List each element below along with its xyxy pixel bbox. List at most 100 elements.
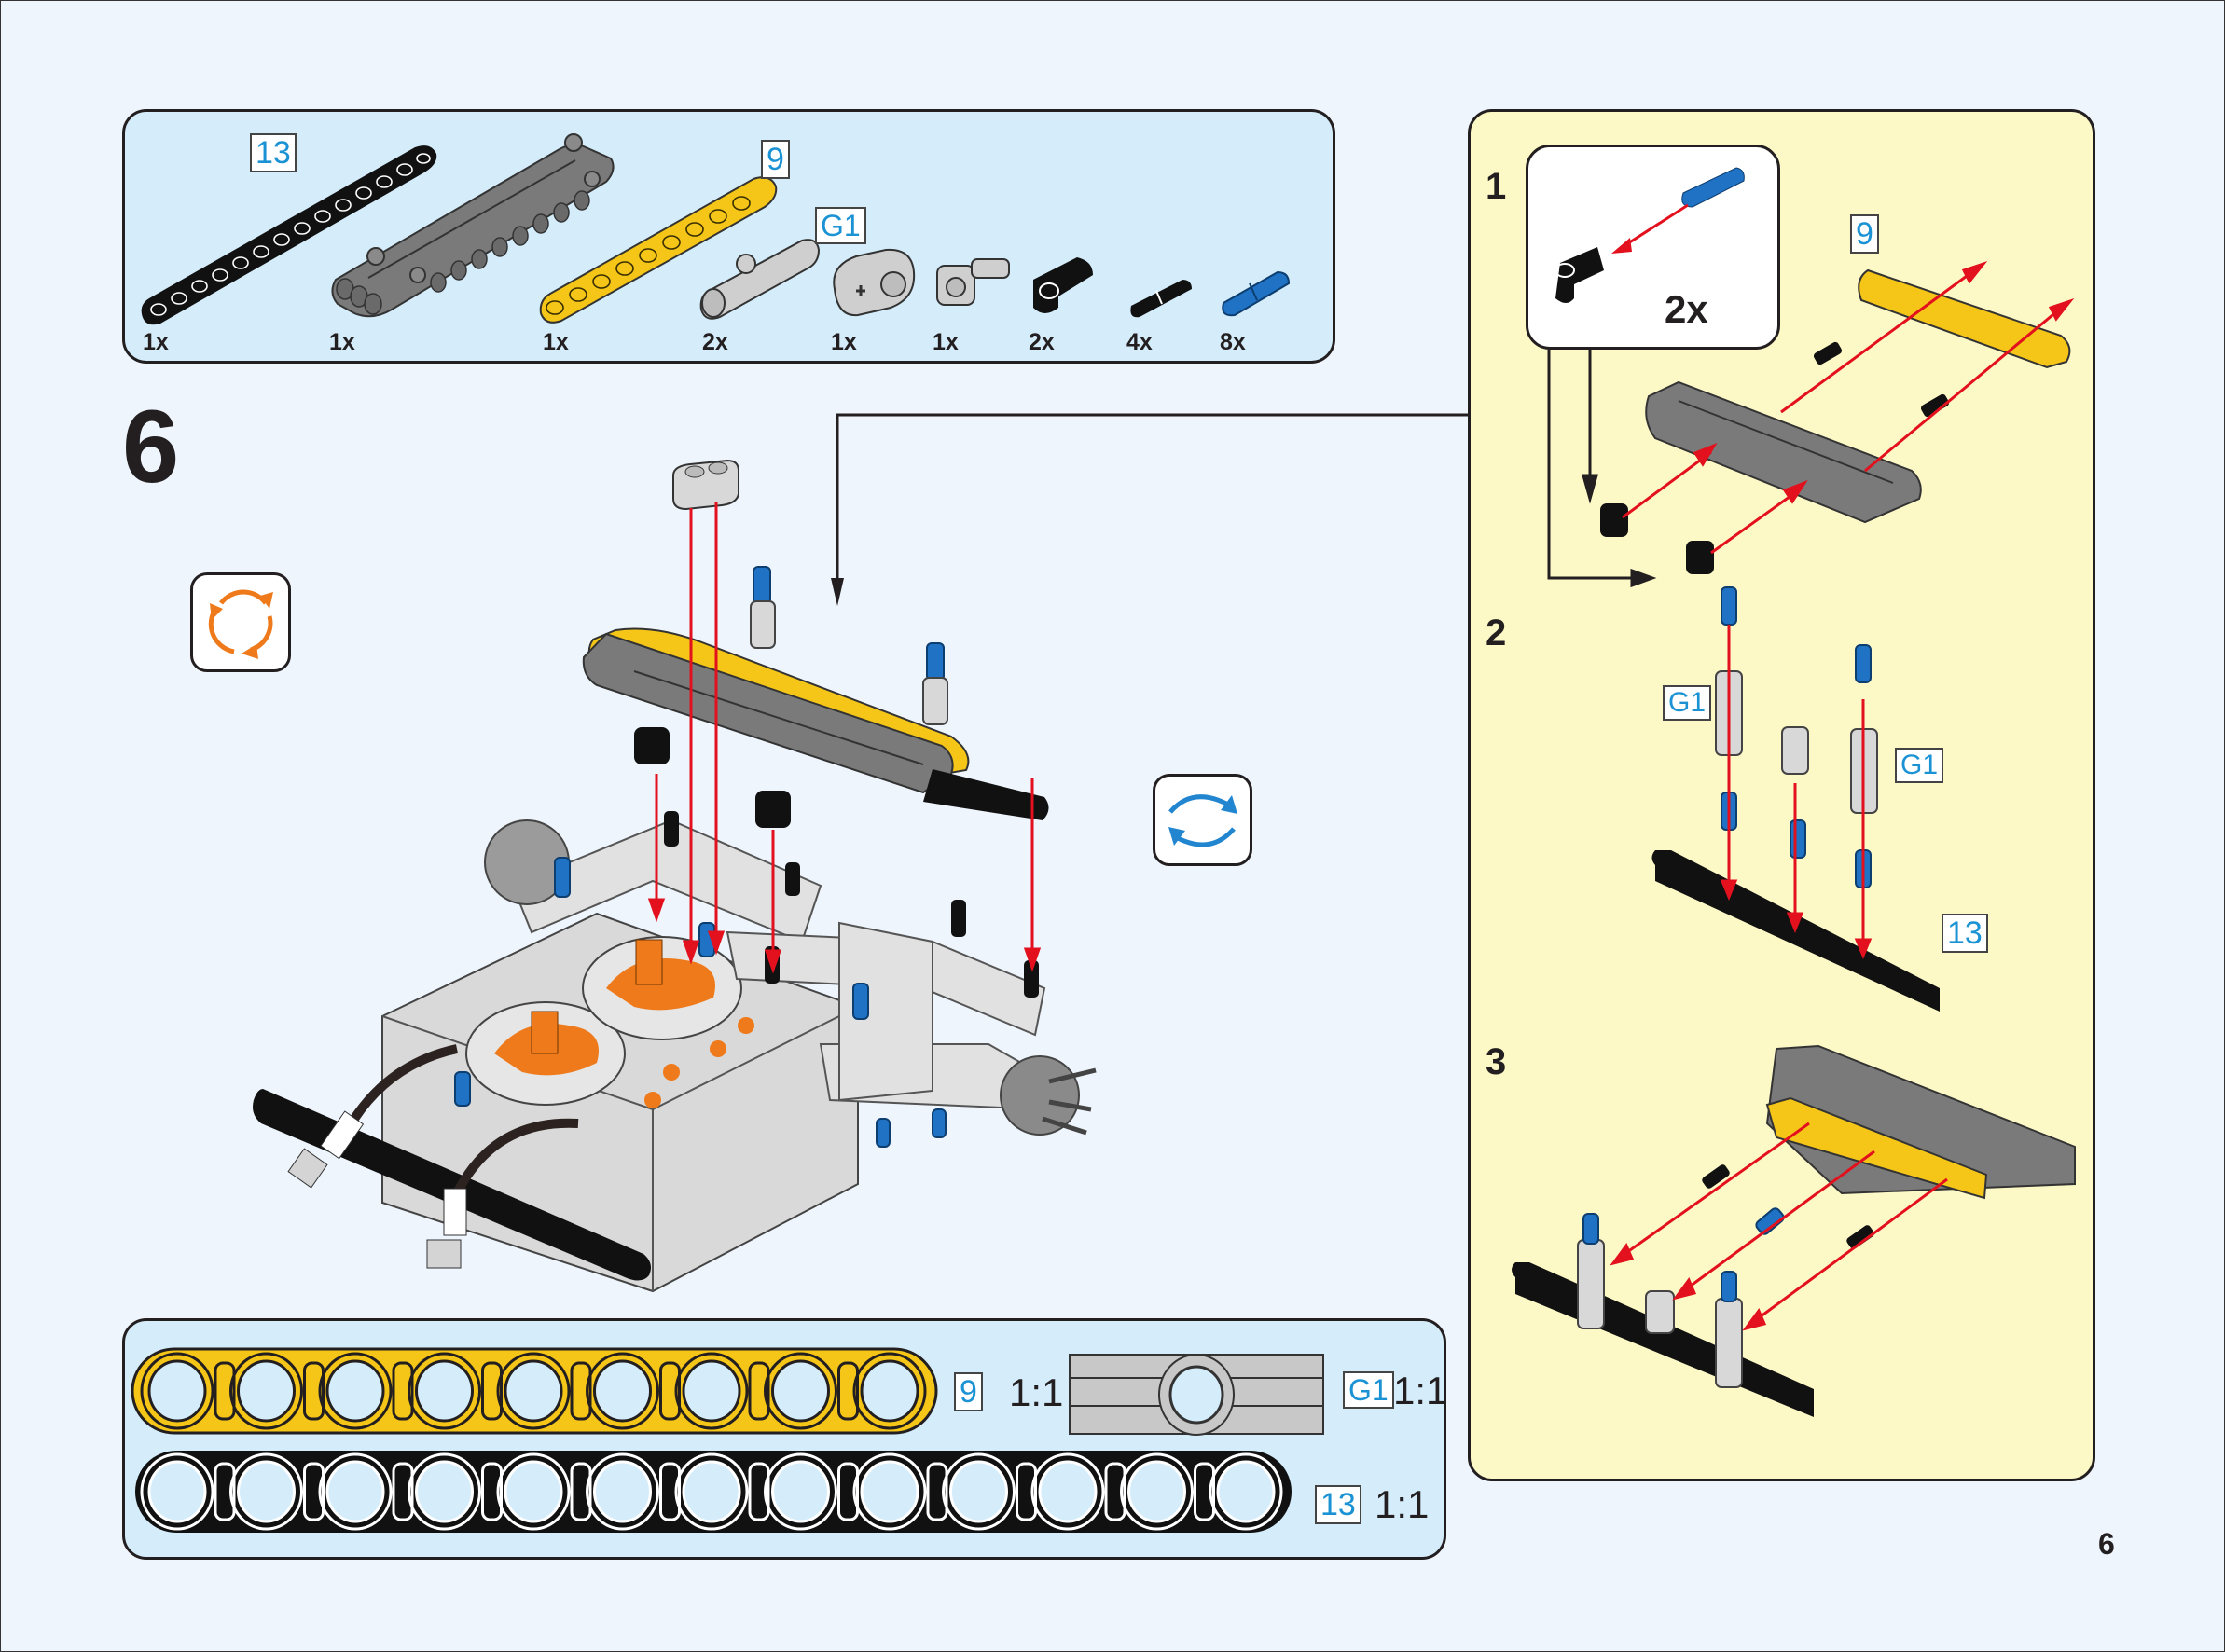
substep-3-illustration [1512, 1044, 2076, 1417]
part-tag-13: 13 [250, 133, 297, 172]
substep-label-1: 1 [1486, 166, 1507, 207]
scale-ratio-9: 1:1 [1009, 1370, 1064, 1414]
grey-double-pin-block-drop [672, 459, 739, 511]
beam-web [748, 1361, 770, 1421]
beam-hole-ring [852, 1352, 927, 1430]
beam-hole [860, 1359, 919, 1423]
scale-beam-13 [135, 1451, 1292, 1533]
beam-hole [147, 1460, 207, 1523]
beam-hole-ring [496, 1452, 571, 1531]
part-yellow-beam-9 [539, 176, 778, 324]
part-tag-9: 9 [761, 140, 790, 179]
beam-hole [682, 1359, 741, 1423]
beam-hole-ring [942, 1452, 1016, 1531]
scale-tag-9: 9 [954, 1372, 983, 1411]
part-qty: 8x [1220, 329, 1246, 355]
beam-hole-ring [1030, 1452, 1105, 1531]
assembly-arrows [647, 502, 1042, 974]
flip-model-icon [1168, 794, 1237, 847]
beam-web [481, 1361, 503, 1421]
beam-hole-ring [1120, 1452, 1194, 1531]
beam-web [748, 1462, 770, 1521]
beam-hole-ring [318, 1452, 393, 1531]
beam-hole [1127, 1460, 1186, 1523]
substep-1-tag-9: 9 [1850, 214, 1879, 254]
beam-hole [949, 1460, 1008, 1523]
scale-ratio-13: 1:1 [1375, 1482, 1430, 1526]
beam-hole [415, 1359, 474, 1423]
scale-beam-9 [131, 1347, 938, 1435]
beam-hole-ring [852, 1452, 927, 1531]
beam-hole [325, 1460, 385, 1523]
beam-web [392, 1361, 414, 1421]
part-qty: 1x [329, 329, 355, 355]
scale-connector-g1 [1069, 1354, 1324, 1436]
beam-hole-ring [140, 1352, 214, 1430]
part-qty: 4x [1126, 329, 1153, 355]
beam-hole [237, 1460, 296, 1523]
parts-list-panel [122, 109, 1335, 364]
part-qty: 1x [933, 329, 959, 355]
part-grey-axle-connector [936, 258, 1010, 306]
beam-hole [1038, 1460, 1098, 1523]
scale-tag-g1: G1 [1343, 1371, 1394, 1409]
beam-web [1104, 1462, 1126, 1521]
part-black-friction-pin [1130, 280, 1192, 318]
beam-hole-ring [140, 1452, 214, 1531]
beam-web [303, 1462, 325, 1521]
beam-hole-ring [496, 1352, 571, 1430]
motor-cables [350, 1044, 579, 1196]
beam-web [926, 1462, 948, 1521]
rotate-cycle-icon [208, 589, 273, 659]
beam-web [659, 1462, 681, 1521]
cable-plugs [287, 1110, 467, 1269]
part-grey-pin-connector [699, 239, 821, 320]
part-black-beam-13 [141, 145, 437, 325]
flip-model-indicator [1153, 774, 1252, 866]
beam-web [1194, 1462, 1215, 1521]
beam-hole [415, 1460, 474, 1523]
beam-hole [860, 1460, 919, 1523]
substep-1-illustration [1600, 260, 2075, 574]
beam-hole [682, 1460, 741, 1523]
substep-2-tag-g1: G1 [1895, 748, 1944, 783]
blue-pins [454, 566, 947, 1148]
beam-hole-ring [408, 1452, 481, 1531]
beam-hole [771, 1460, 830, 1523]
callout-illustration [1555, 167, 1745, 303]
beam-hole [147, 1359, 207, 1423]
rotate-model-indicator [190, 572, 291, 672]
beam-hole [593, 1359, 652, 1423]
part-qty: 1x [543, 329, 569, 355]
beam-web [392, 1462, 414, 1521]
beam-web [837, 1361, 859, 1421]
beam-hole-ring [586, 1452, 659, 1531]
part-blue-axle-pin [1222, 270, 1291, 317]
beam-web [570, 1462, 592, 1521]
beam-hole-ring [1209, 1452, 1283, 1531]
beam-hole-ring [318, 1352, 393, 1430]
part-grey-panel [331, 133, 615, 318]
beam-web [570, 1361, 592, 1421]
beam-web [214, 1462, 236, 1521]
part-black-angle-connector [1033, 257, 1093, 313]
part-qty: 1x [831, 329, 857, 355]
beam-hole-ring [674, 1352, 749, 1430]
beam-hole [1216, 1460, 1276, 1523]
beam-hole [771, 1359, 830, 1423]
beam-web [214, 1361, 236, 1421]
grey-pin-connectors [750, 600, 948, 725]
step-number: 6 [122, 390, 180, 504]
substep-2-illustration [1651, 586, 1940, 1012]
beam-hole [504, 1460, 563, 1523]
beam-hole-ring [764, 1352, 837, 1430]
part-tag-g1: G1 [815, 207, 866, 244]
beam-hole [593, 1460, 652, 1523]
part-qty: 2x [1029, 329, 1055, 355]
beam-hole-ring [408, 1352, 481, 1430]
